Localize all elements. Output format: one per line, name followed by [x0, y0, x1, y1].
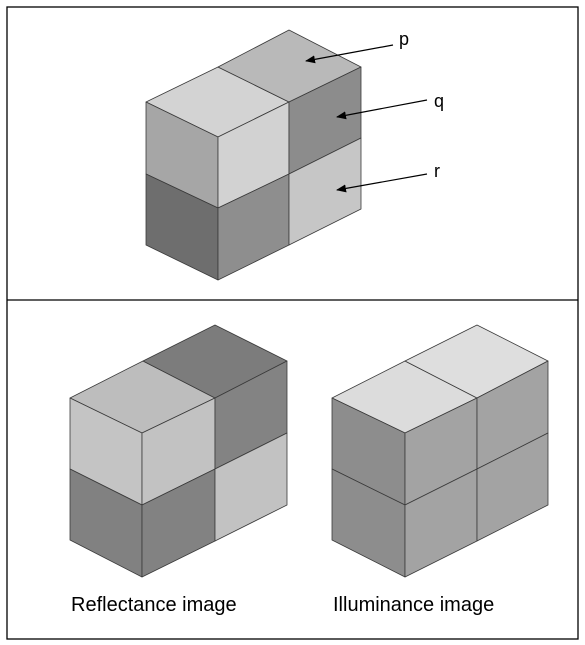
illuminance-image-cube — [331, 324, 549, 578]
callout-label-r: r — [434, 161, 440, 181]
callout-label-q: q — [434, 91, 444, 111]
original-image-cube — [145, 29, 362, 281]
illuminance-caption: Illuminance image — [333, 594, 494, 616]
figure-frame — [6, 6, 579, 640]
reflectance-caption: Reflectance image — [71, 594, 237, 616]
arrow-r — [336, 173, 428, 193]
right-face-bottom-right — [214, 432, 288, 542]
arrow-p — [305, 44, 394, 64]
right-face-bottom-right — [476, 432, 549, 542]
right-face-bottom-right — [288, 137, 362, 246]
arrow-q — [336, 99, 428, 120]
reflectance-image-cube — [69, 324, 288, 578]
callout-label-p: p — [399, 29, 409, 49]
